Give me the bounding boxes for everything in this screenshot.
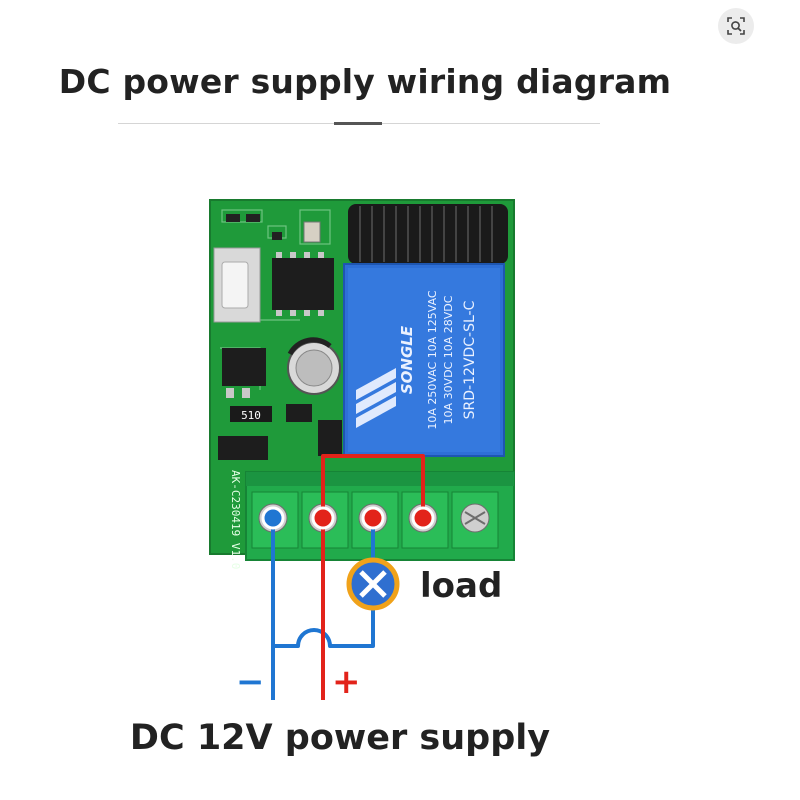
title-divider-accent: [334, 122, 382, 125]
positive-sign: +: [332, 662, 361, 702]
relay-rating-2: 10A 30VDC 10A 28VDC: [442, 295, 455, 424]
board-label: AK-C230419 V1.0: [229, 470, 242, 569]
tact-switch: [213, 247, 261, 323]
negative-sign: −: [236, 662, 265, 702]
lamp-icon: [346, 557, 400, 611]
lens-search-icon: [727, 17, 745, 35]
load-return-wire: [273, 604, 375, 648]
load-label: load: [420, 566, 503, 606]
terminal-dots: [261, 506, 435, 530]
resistor: 510: [230, 406, 272, 422]
relay: SONGLE 10A 250VAC 10A 125VAC 10A 30VDC 1…: [343, 263, 505, 457]
relay-brand: SONGLE: [398, 325, 416, 394]
resistor-label: 510: [241, 409, 261, 422]
positive-jumper-wire: [321, 454, 425, 518]
power-supply-caption: DC 12V power supply: [129, 718, 551, 758]
relay-rating-1: 10A 250VAC 10A 125VAC: [426, 290, 439, 430]
ic-chip: [272, 252, 334, 316]
antenna-coil: [348, 204, 508, 264]
page-title: DC power supply wiring diagram: [58, 62, 672, 101]
relay-model: SRD-12VDC-SL-C: [462, 300, 478, 419]
lens-search-button[interactable]: [718, 8, 754, 44]
electrolytic-capacitor: [287, 337, 341, 395]
